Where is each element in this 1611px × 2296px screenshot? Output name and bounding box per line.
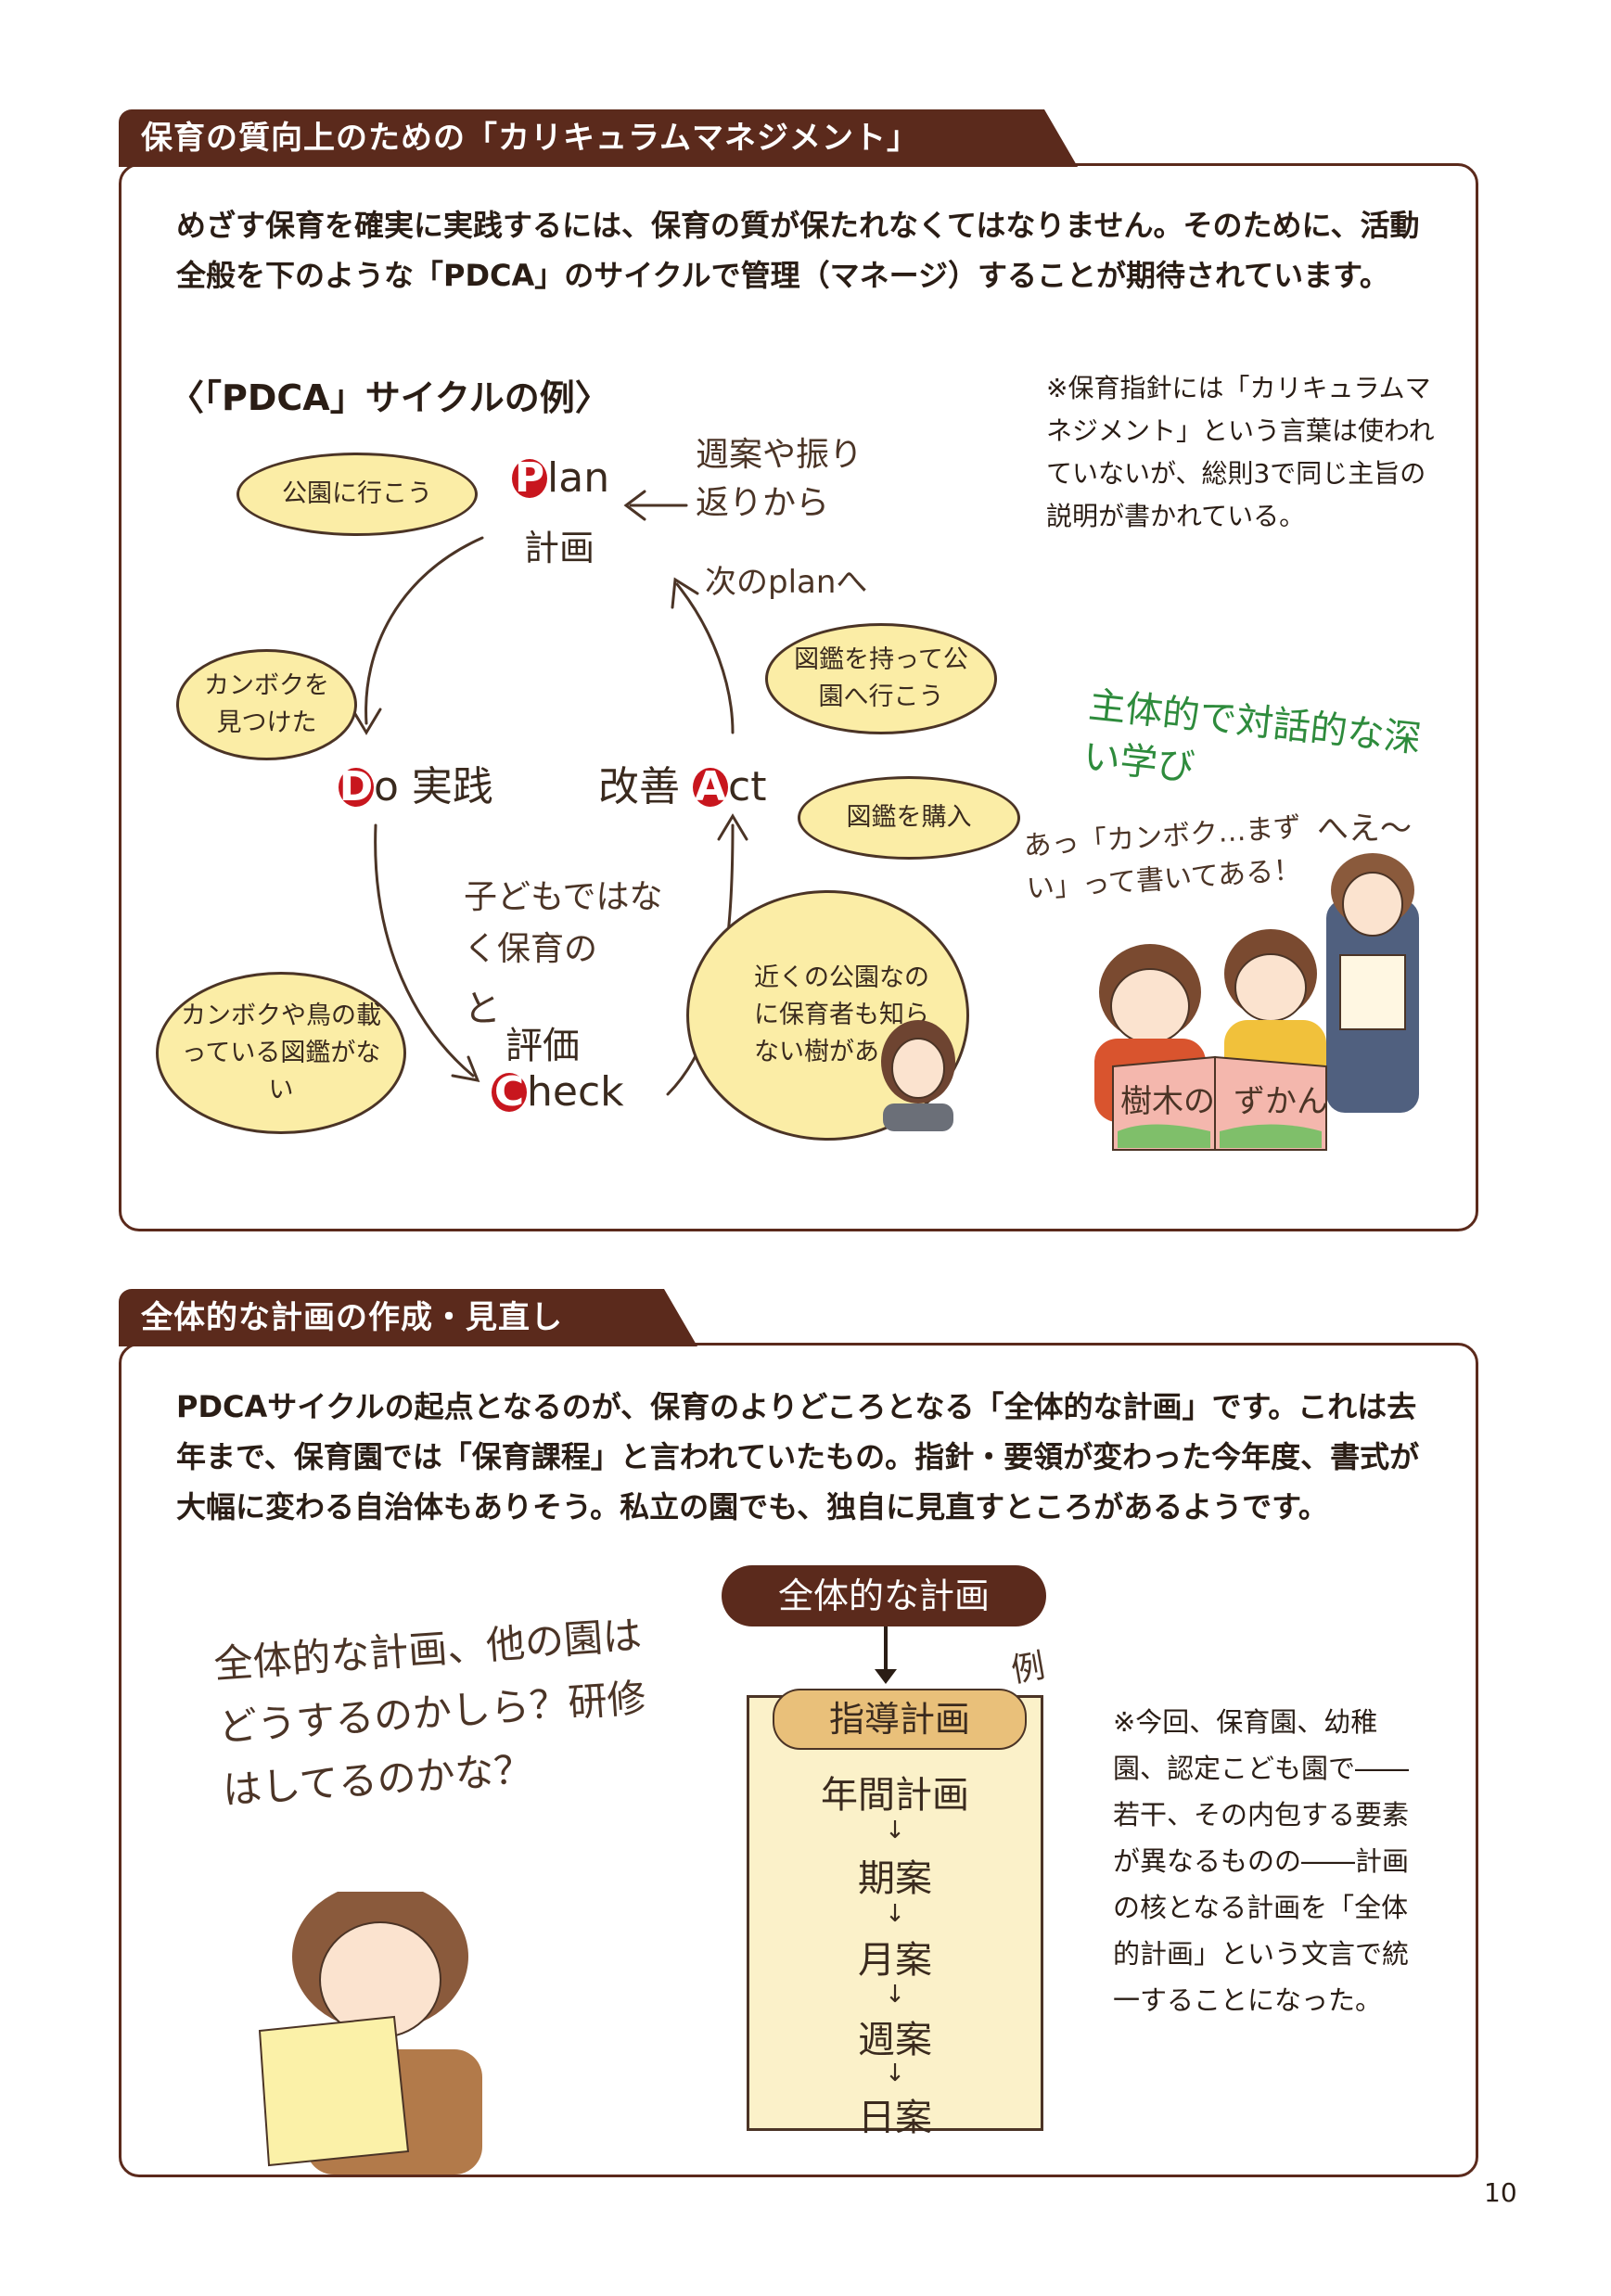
guidance-plan-box: 指導計画 年間計画 ↓ 期案 ↓ 月案 ↓ 週案 ↓ 日案 [747,1689,1043,2139]
teacher-thought: 全体的な計画、他の園はどうするのかしら？研修はしてるのかな？ [212,1612,648,1814]
check-letter: C [492,1072,527,1113]
bubble-do: カンボクを見つけた [176,649,357,760]
plan-sub: 計画 [524,528,595,568]
section1-title: 保育の質向上のための「カリキュラムマネジメント」 [119,109,1078,167]
plan-monthly: 月案 [858,1939,932,1982]
book-label-1: 樹木の [1120,1083,1215,1120]
overall-plan-box: 全体的な計画 [722,1565,1046,1626]
page-number: 10 [1484,2177,1517,2208]
bubble-plan: 公園に行こう [237,453,478,536]
plan-arrow-4: ↓ [885,2060,905,2087]
check-label: Check [492,1068,624,1116]
act-label: 改善 Act [598,753,766,812]
source-note: 週案や振り返りから [696,436,863,522]
bubble-check: カンボクや鳥の載っている図鑑がない [156,972,406,1134]
curriculum-note: ※保育指針には「カリキュラムマネジメント」という言葉は使われていないが、総則3で… [1046,373,1435,531]
section2-intro: PDCAサイクルの起点となるのが、保育のよりどころとなる「全体的な計画」です。こ… [176,1389,1420,1524]
plan-annual: 年間計画 [821,1774,969,1817]
check-subject: 子どもではなく保育の [464,878,663,968]
bubble-act: 図鑑を購入 [798,776,1020,860]
plan-label: Plan [512,454,609,502]
section1-intro: めざす保育を確実に実践するには、保育の質が保たれなくてはなりません。そのために、… [176,208,1420,293]
cycle-heading: 〈「PDCA」サイクルの例〉 [169,377,610,418]
book-label-2: ずかん [1234,1083,1328,1120]
plan-note: ※今回、保育園、幼稚園、認定こども園で――若干、その内包する要素が異なるものの―… [1113,1706,1410,2016]
overall-plan-arrow [875,1626,897,1684]
teacher-speech: へえ〜 [1317,810,1412,848]
teacher-thinking-illustration [881,1020,955,1131]
bubble-teacher: 近くの公園なのに保育者も知らない樹があった [686,890,969,1141]
check-and: と [464,988,501,1030]
plan-term: 期案 [858,1857,932,1900]
plan-arrow-1: ↓ [885,1817,905,1844]
check-sub: 評価 [505,1025,580,1067]
do-letter: D [339,763,374,810]
act-rest: ct [728,763,767,810]
plan-rest: lan [547,454,610,502]
plan-arrow-2: ↓ [885,1900,905,1928]
teacher-reading-illustration [258,1892,482,2175]
act-prefix: 改善 [598,763,680,810]
do-rest: o 実践 [374,763,493,810]
check-rest: heck [527,1068,624,1116]
guidance-plan-header: 指導計画 [773,1689,1027,1750]
pdca-arrows [351,490,748,1096]
do-label: Do 実践 [339,753,493,812]
plan-daily: 日案 [858,2097,932,2139]
children-reading-illustration [1094,853,1419,1151]
act-letter: A [693,763,728,810]
plan-weekly: 週案 [858,2019,932,2061]
plan-letter: P [512,458,547,499]
bubble-next: 図鑑を持って公園へ行こう [765,623,997,734]
section2-title: 全体的な計画の作成・見直し [119,1289,697,1346]
plan-arrow-3: ↓ [885,1981,905,2009]
next-plan: 次のplanへ [705,564,868,601]
